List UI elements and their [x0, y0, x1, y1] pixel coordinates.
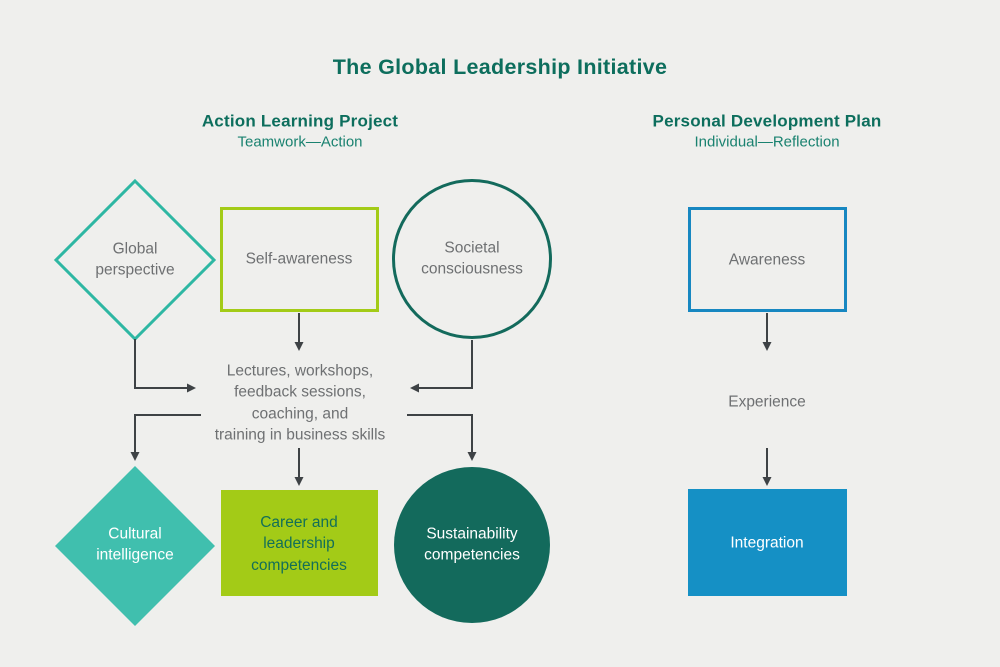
awareness-rect-outline [688, 207, 847, 312]
career-leadership-label: Career and leadership competencies [251, 513, 347, 574]
personal-development-plan-header: Personal Development Plan [652, 111, 882, 131]
sustainability-circle-filled [394, 467, 550, 623]
global-perspective-label: Global perspective [95, 240, 175, 279]
cultural-intelligence-diamond-filled [55, 466, 215, 626]
sustainability-label: Sustainability competencies [424, 525, 520, 564]
experience-label: Experience [728, 393, 806, 411]
integration-rect-filled [688, 489, 847, 596]
action-learning-project-subtitle: Teamwork—Action [237, 133, 363, 151]
societal-consciousness-label: Societal consciousness [421, 239, 523, 278]
self-awareness-rect-outline [220, 207, 379, 312]
awareness-label: Awareness [728, 251, 806, 269]
societal-consciousness-circle-outline [392, 179, 552, 339]
self-awareness-label: Self-awareness [245, 250, 353, 268]
action-learning-project-header: Action Learning Project [201, 111, 399, 131]
career-leadership-rect-filled [221, 490, 378, 596]
integration-label: Integration [730, 534, 804, 552]
personal-development-plan-subtitle: Individual—Reflection [694, 133, 840, 151]
arrow-societal-to-process [410, 340, 473, 393]
page-title: The Global Leadership Initiative [332, 55, 668, 80]
process-description: Lectures, workshops, feedback sessions, … [214, 362, 386, 444]
cultural-intelligence-label: Cultural intelligence [96, 525, 174, 564]
arrow-process-to-cultural [130, 414, 201, 461]
arrow-global-to-process [134, 339, 196, 393]
arrow-process-to-sustainability [407, 414, 477, 461]
